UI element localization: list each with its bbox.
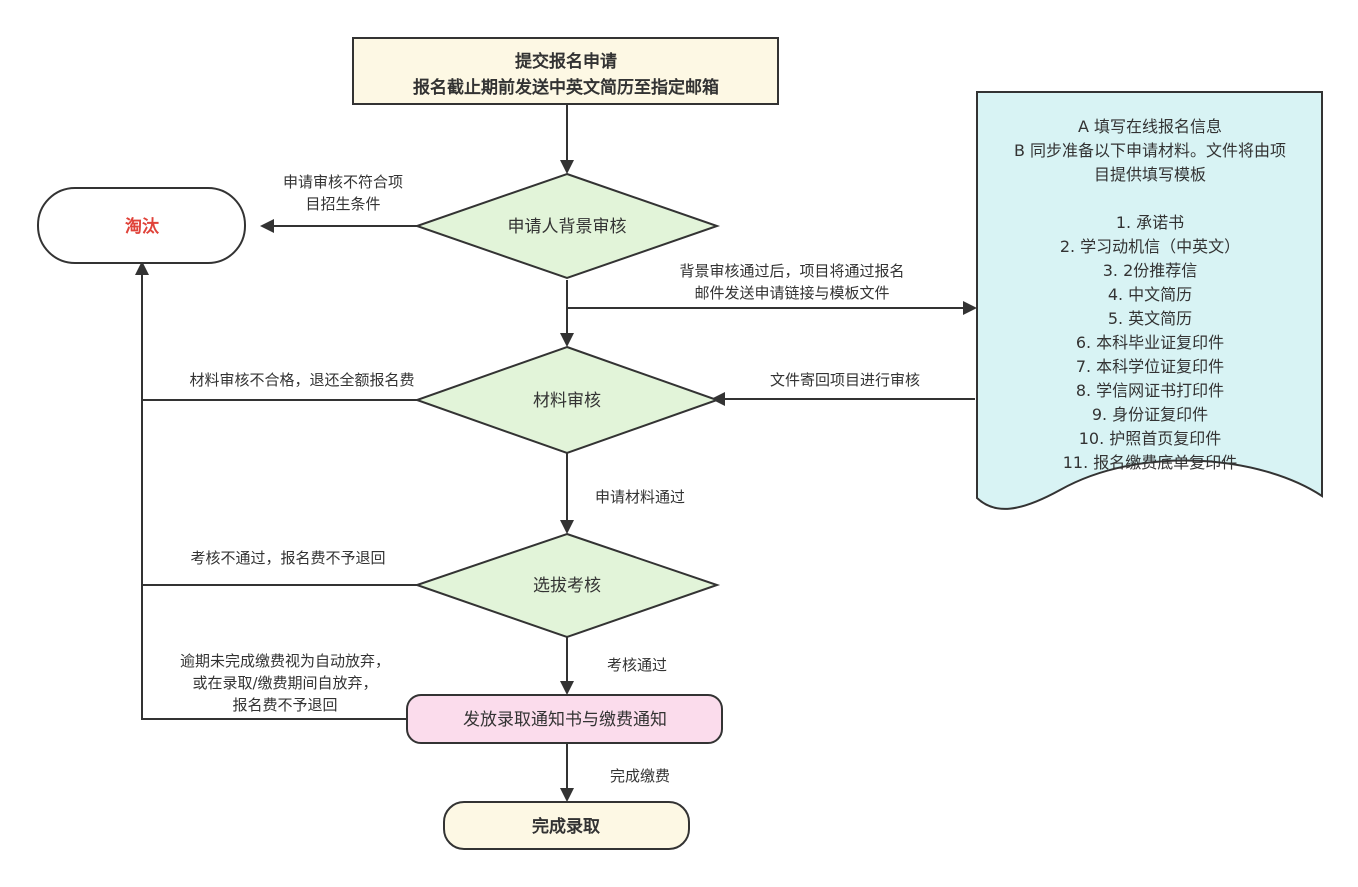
material-review-label: 材料审核 — [533, 391, 601, 411]
done-node: 完成录取 — [443, 801, 690, 850]
document-line: B 同步准备以下申请材料。文件将由项 — [1014, 141, 1286, 160]
edge-notice-to-reject — [141, 585, 407, 720]
overdue-label-line2: 或在录取/缴费期间自放弃， — [192, 674, 377, 692]
bg-pass-label-line1: 背景审核通过后，项目将通过报名 — [679, 262, 904, 280]
selection-label: 选拔考核 — [533, 576, 601, 596]
material-fail-label: 材料审核不合格，退还全额报名费 — [189, 371, 414, 389]
document-line: 1. 承诺书 — [1116, 213, 1184, 232]
document-line: 11. 报名缴费底单复印件 — [1063, 453, 1238, 472]
document-line: 8. 学信网证书打印件 — [1076, 381, 1224, 400]
overdue-label-line1: 逾期未完成缴费视为自动放弃， — [180, 652, 390, 670]
document-line: 9. 身份证复印件 — [1092, 405, 1208, 424]
connectors — [135, 104, 977, 802]
doc-return-label: 文件寄回项目进行审核 — [770, 371, 920, 389]
admission-notice-node: 发放录取通知书与缴费通知 — [406, 694, 723, 744]
start-node: 提交报名申请 报名截止期前发送中英文简历至指定邮箱 — [352, 37, 779, 105]
background-review-decision: 申请人背景审核 — [413, 172, 721, 280]
reject-node: 淘汰 — [37, 187, 246, 264]
background-review-label: 申请人背景审核 — [508, 217, 627, 237]
document-line: 3. 2份推荐信 — [1103, 261, 1198, 280]
bg-fail-label-line2: 目招生条件 — [305, 195, 380, 213]
document-line: 5. 英文简历 — [1108, 309, 1192, 328]
document-line: 6. 本科毕业证复印件 — [1076, 333, 1224, 352]
bg-fail-label-line1: 申请审核不符合项 — [283, 173, 403, 191]
start-node-subtitle: 报名截止期前发送中英文简历至指定邮箱 — [413, 77, 719, 98]
exam-fail-label: 考核不通过，报名费不予退回 — [190, 549, 385, 567]
paid-label: 完成缴费 — [610, 767, 670, 785]
bg-pass-label-line2: 邮件发送申请链接与模板文件 — [694, 284, 889, 302]
admission-notice-label: 发放录取通知书与缴费通知 — [463, 710, 667, 730]
reject-label: 淘汰 — [125, 216, 160, 237]
done-label: 完成录取 — [532, 816, 600, 837]
start-node-title: 提交报名申请 — [515, 51, 617, 72]
document-line: 目提供填写模板 — [1094, 165, 1206, 184]
document-line: 4. 中文简历 — [1108, 285, 1192, 304]
document-line: A 填写在线报名信息 — [1078, 117, 1222, 136]
document-line: 2. 学习动机信（中英文） — [1060, 237, 1240, 256]
exam-pass-label: 考核通过 — [607, 656, 667, 674]
document-line: 7. 本科学位证复印件 — [1076, 357, 1224, 376]
material-review-decision: 材料审核 — [413, 345, 721, 455]
overdue-label-line3: 报名费不予退回 — [232, 696, 337, 714]
selection-decision: 选拔考核 — [413, 532, 721, 639]
material-pass-label: 申请材料通过 — [595, 488, 685, 506]
edge-labels: 申请审核不符合项 目招生条件 背景审核通过后，项目将通过报名 邮件发送申请链接与… — [180, 173, 920, 785]
document-line: 10. 护照首页复印件 — [1079, 429, 1222, 448]
